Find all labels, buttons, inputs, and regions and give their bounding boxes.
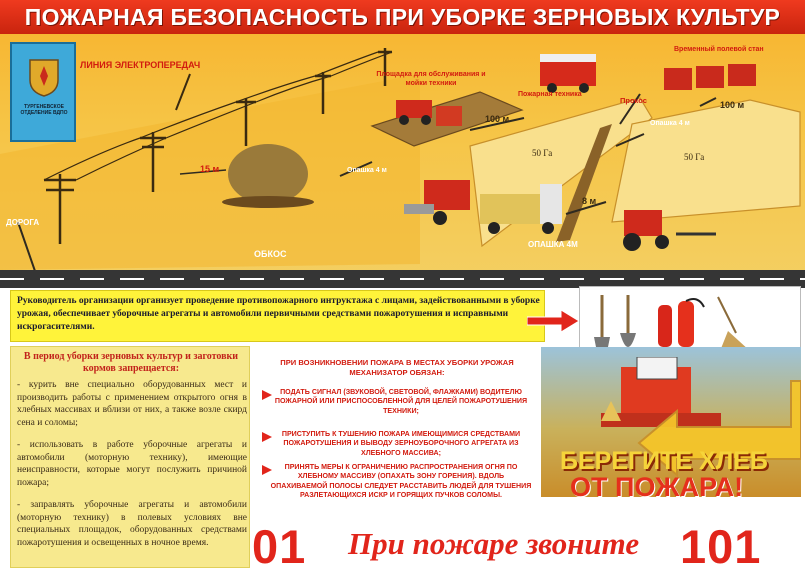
call-number-101: 101 [680, 520, 762, 573]
leader-text: Руководитель организации организует пров… [17, 296, 540, 332]
label-passage: Прокос [620, 96, 647, 105]
label-field-left: 50 Га [532, 148, 553, 158]
arrow-to-tools-icon [527, 310, 579, 332]
bullet-arrow-icon [262, 432, 272, 442]
emblem-caption: ТУРГЕНЕВСКОЕ ОТДЕЛЕНИЕ ВДПО [20, 104, 68, 116]
power-line [43, 48, 393, 244]
fire-action-item: ПРИНЯТЬ МЕРЫ К ОГРАНИЧЕНИЮ РАСПРОСТРАНЕН… [270, 463, 532, 500]
harvester-photo [541, 347, 801, 497]
vehicles [396, 54, 756, 251]
call-text: При пожаре звоните [348, 526, 640, 561]
prohibition-item: - использовать в работе уборочные агрега… [17, 440, 247, 488]
label-plowing-big: ОПАШКА 4М [528, 240, 578, 249]
road-marking [0, 278, 805, 280]
broom-icon [717, 296, 750, 351]
extinguishers-icon [658, 298, 705, 347]
label-field-camp: Временный полевой стан [674, 46, 764, 53]
title-bar: ПОЖАРНАЯ БЕЗОПАСНОСТЬ ПРИ УБОРКЕ ЗЕРНОВЫ… [0, 0, 805, 34]
label-road: ДОРОГА [6, 218, 40, 227]
arrow-powerline [175, 73, 191, 111]
dim-15m [179, 169, 227, 175]
prohibition-item: - заправлять уборочные агрегаты и автомо… [17, 500, 247, 548]
label-dist-100-left: 100 м [485, 114, 510, 124]
label-dist-100-right: 100 м [720, 100, 745, 110]
fire-actions-panel: ПРИ ВОЗНИКНОВЕНИИ ПОЖАРА В МЕСТАХ УБОРКИ… [262, 352, 532, 512]
call-number-01: 01 [252, 520, 307, 573]
fire-action-item: ПРИСТУПИТЬ К ТУШЕНИЮ ПОЖАРА ИМЕЮЩИМИСЯ С… [281, 430, 521, 457]
harvester-icon [601, 357, 721, 427]
leader-instruction: Руководитель организации организует пров… [10, 290, 545, 342]
poster-title: ПОЖАРНАЯ БЕЗОПАСНОСТЬ ПРИ УБОРКЕ ЗЕРНОВЫ… [24, 4, 781, 30]
coat-of-arms-icon [29, 59, 59, 97]
prohibitions-heading: В период уборки зерновых культур и загот… [23, 351, 239, 374]
fire-actions-heading: ПРИ ВОЗНИКНОВЕНИИ ПОЖАРА В МЕСТАХ УБОРКИ… [280, 358, 514, 377]
haystack [228, 144, 308, 204]
slogan-line-1: БЕРЕГИТЕ ХЛЕБ [560, 447, 768, 475]
fire-action-item: ПОДАТЬ СИГНАЛ (ЗВУКОВОЙ, СВЕТОВОЙ, ФЛАЖК… [274, 388, 528, 415]
label-plowing-left: Опашка 4 м [347, 167, 387, 174]
bullet-arrow-icon [262, 465, 272, 475]
emblem: ТУРГЕНЕВСКОЕ ОТДЕЛЕНИЕ ВДПО [10, 42, 76, 142]
prohibition-item: - курить вне специально оборудованных ме… [17, 380, 247, 428]
prohibitions-panel: В период уборки зерновых культур и загот… [10, 346, 250, 568]
field-right [611, 99, 801, 223]
label-power-line: ЛИНИЯ ЭЛЕКТРОПЕРЕДАЧ [80, 60, 201, 70]
scene-illustration [0, 48, 801, 275]
label-dist-8: 8 м [582, 196, 597, 206]
bullet-arrow-icon [262, 390, 272, 400]
label-dist-15: 15 м [200, 164, 220, 174]
slogan-line-2: ОТ ПОЖАРА! [570, 472, 744, 502]
label-plowing-right: Опашка 4 м [650, 120, 690, 127]
yellow-arrow-icon [637, 380, 801, 477]
dimension-lines [339, 93, 717, 215]
label-field-right: 50 Га [684, 152, 705, 162]
label-service-area: Площадка для обслуживания и мойки техник… [376, 71, 486, 87]
label-mowing: ОБКОС [254, 249, 287, 259]
label-fire-equipment: Пожарная техника [518, 91, 582, 98]
